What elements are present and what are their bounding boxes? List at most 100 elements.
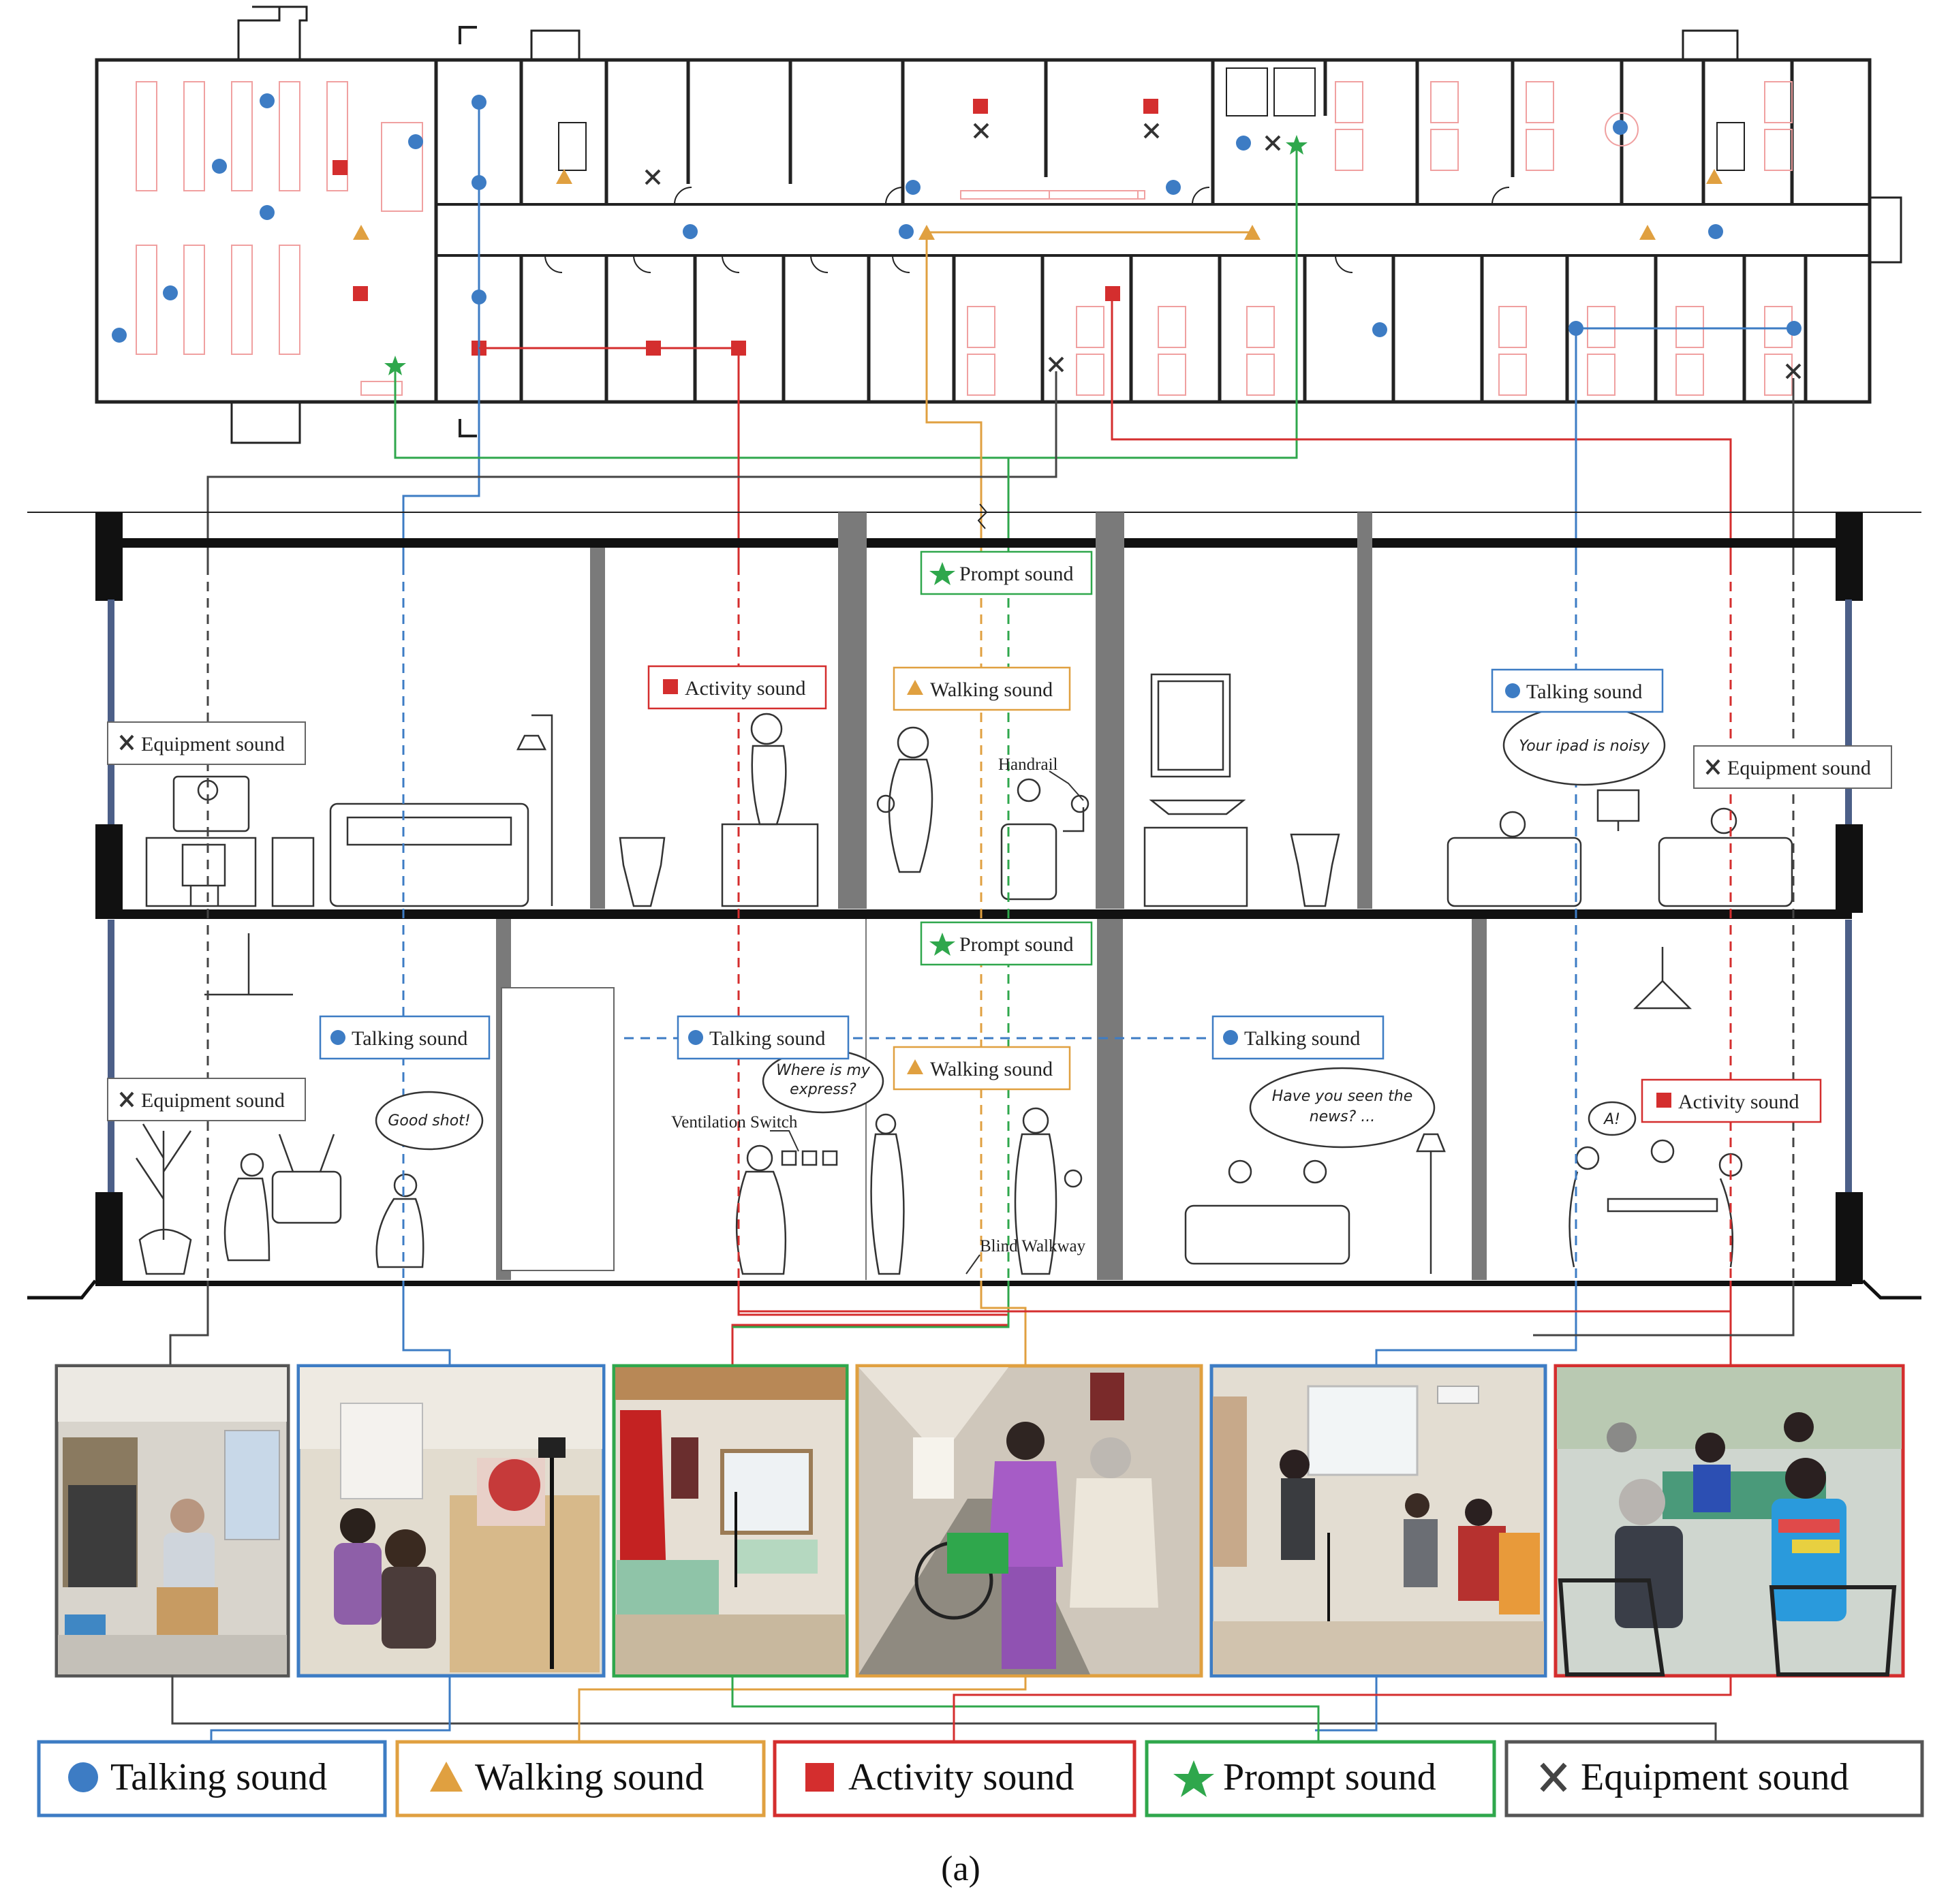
figure-caption: (a) — [941, 1850, 980, 1888]
label-activity-lower: Activity sound — [1678, 1091, 1799, 1113]
prompt-marker — [1286, 135, 1308, 155]
talking-marker — [906, 180, 921, 195]
plan-equipment-markers — [645, 123, 1802, 379]
activity-marker — [353, 286, 368, 301]
legend-item-walking: Walking sound — [395, 1740, 766, 1817]
photo-lounge — [612, 1364, 849, 1678]
label-prompt-upper: Prompt sound — [959, 563, 1074, 585]
prompt-legend-icon — [1173, 1760, 1214, 1797]
talking-marker — [683, 224, 698, 239]
equipment-marker — [1785, 363, 1802, 379]
talking-marker — [1708, 224, 1723, 239]
legend-item-prompt: Prompt sound — [1145, 1740, 1496, 1817]
label-equipment-upper-right: Equipment sound — [1727, 757, 1871, 779]
label-box-equipment — [107, 1078, 306, 1121]
talking-marker — [1613, 120, 1628, 135]
annotation-handrail: Handrail — [998, 755, 1058, 774]
legend-item-activity: Activity sound — [773, 1740, 1137, 1817]
photo-corridor — [855, 1364, 1203, 1678]
equipment-marker — [1048, 356, 1064, 373]
label-talking-lower-left: Talking sound — [352, 1027, 467, 1050]
speech-bubbles — [375, 704, 1666, 1151]
plan-talking-markers — [112, 93, 1802, 343]
photo-legend-leaders — [171, 1676, 1732, 1741]
photo-bedroom-recording — [1209, 1364, 1547, 1678]
speech-ah: A! — [1603, 1111, 1620, 1128]
speech-express-line2: express? — [790, 1081, 856, 1098]
label-box-talking — [319, 1015, 491, 1060]
label-box-equipment — [107, 721, 306, 765]
activity-marker — [1105, 286, 1120, 301]
label-box-talking — [1211, 1015, 1385, 1060]
label-box-activity — [647, 665, 827, 710]
talking-marker — [1166, 180, 1181, 195]
activity-marker — [1143, 99, 1158, 114]
label-talking-upper: Talking sound — [1526, 681, 1642, 703]
label-equipment-lower: Equipment sound — [141, 1089, 285, 1112]
photo-equipment-room — [55, 1364, 290, 1678]
equipment-marker — [645, 169, 661, 185]
legend-label-prompt: Prompt sound — [1223, 1756, 1436, 1798]
talking-marker — [1372, 322, 1387, 337]
building-section: Your ipad is noisy Good shot! Where is m… — [27, 512, 1921, 1300]
walking-marker — [353, 225, 369, 240]
photo-activity-table — [1553, 1364, 1905, 1678]
talking-marker — [212, 159, 227, 174]
label-activity-upper: Activity sound — [685, 677, 806, 700]
label-box-walking — [893, 666, 1071, 711]
photo-strip — [55, 1364, 1905, 1678]
talking-marker — [163, 285, 178, 300]
activity-marker — [333, 160, 347, 175]
legend-label-equipment: Equipment sound — [1581, 1756, 1849, 1798]
section-labels: Equipment sound Activity sound Prompt so… — [107, 550, 1892, 1123]
speech-news-line2: news? ... — [1310, 1108, 1376, 1125]
label-walking-lower: Walking sound — [930, 1058, 1053, 1080]
label-box-talking — [677, 1015, 850, 1060]
legend-label-activity: Activity sound — [848, 1756, 1074, 1798]
legend-item-equipment: Equipment sound — [1504, 1740, 1924, 1817]
speech-ipad: Your ipad is noisy — [1519, 738, 1650, 755]
walking-marker — [1639, 225, 1656, 240]
talking-legend-icon — [68, 1762, 98, 1792]
label-talking-lower-right: Talking sound — [1244, 1027, 1360, 1050]
equipment-marker — [973, 123, 989, 139]
talking-marker — [408, 134, 423, 149]
activity-marker — [973, 99, 988, 114]
activity-legend-icon — [805, 1763, 834, 1792]
label-talking-lower-mid: Talking sound — [709, 1027, 825, 1050]
plan-section-leaders — [27, 146, 1921, 565]
legend-item-talking: Talking sound — [37, 1740, 387, 1817]
legend-label-talking: Talking sound — [110, 1756, 327, 1798]
talking-marker — [112, 328, 127, 343]
label-walking-upper: Walking sound — [930, 678, 1053, 701]
walking-legend-icon — [430, 1762, 463, 1792]
annotation-ventilation-switch: Ventilation Switch — [671, 1113, 798, 1132]
label-box-walking — [893, 1046, 1071, 1091]
prompt-marker — [384, 356, 406, 375]
plan-activity-markers — [333, 99, 1158, 356]
label-box-equipment — [1693, 745, 1892, 789]
label-equipment-upper: Equipment sound — [141, 733, 285, 755]
equipment-marker — [1265, 135, 1281, 151]
annotation-blind-walkway: Blind Walkway — [980, 1237, 1086, 1255]
speech-news-line1: Have you seen the — [1272, 1088, 1413, 1105]
plan-prompt-markers — [384, 135, 1308, 375]
talking-marker — [260, 205, 275, 220]
section-sketches — [135, 673, 1793, 1275]
walking-marker — [556, 169, 572, 184]
talking-marker — [1236, 136, 1251, 151]
talking-marker — [260, 93, 275, 108]
label-prompt-lower: Prompt sound — [959, 933, 1074, 956]
speech-good-shot: Good shot! — [388, 1112, 470, 1129]
plan-outer-wall — [95, 58, 1872, 404]
section-photo-leaders — [169, 1281, 1795, 1368]
talking-marker — [899, 224, 914, 239]
speech-express-line1: Where is my — [776, 1062, 871, 1079]
label-box-prompt — [920, 921, 1093, 966]
legend-label-walking: Walking sound — [475, 1756, 704, 1798]
photo-reception-desk — [296, 1364, 606, 1678]
equipment-marker — [1143, 123, 1160, 139]
label-box-activity — [1641, 1078, 1822, 1123]
equipment-legend-icon — [1540, 1762, 1567, 1792]
